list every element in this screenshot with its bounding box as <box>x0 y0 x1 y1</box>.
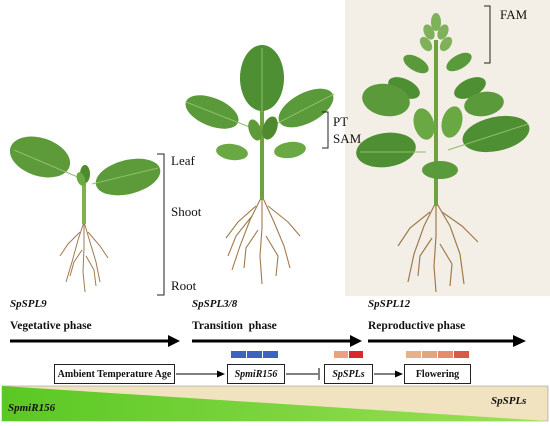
spl-mark-1 <box>334 351 348 358</box>
phase-label-reproductive: Reproductive phase <box>368 320 466 332</box>
flowering-mark-4 <box>454 351 469 358</box>
gene-label-stage-1: SpSPL9 <box>10 298 47 310</box>
phase-label-vegetative: Vegetative phase <box>10 320 92 332</box>
phase-label-transition: Transition phase <box>192 320 277 332</box>
flowering-mark-1 <box>406 351 421 358</box>
gene-label-stage-2: SpSPL3/8 <box>192 298 238 310</box>
flowering-mark-2 <box>422 351 437 358</box>
mir-mark-2 <box>247 351 262 358</box>
gradient-right-label: SpSPLs <box>491 395 527 407</box>
flowering-mark-3 <box>438 351 453 358</box>
ambient-temperature-age-box: Ambient Temperature Age <box>54 364 175 384</box>
flowering-box: Flowering <box>404 364 471 384</box>
mir-mark-3 <box>263 351 278 358</box>
leaf-label: Leaf <box>171 153 195 168</box>
pt-sam-bracket <box>322 111 329 149</box>
reproductive-plant <box>356 13 530 293</box>
seedling-plant <box>9 136 161 293</box>
pathway-connectors <box>176 368 403 380</box>
fam-bracket <box>484 5 491 64</box>
sam-label: SAM <box>333 131 362 146</box>
spl-mark-2 <box>349 351 363 358</box>
transition-plant <box>185 45 335 285</box>
gradient-left-label: SpmiR156 <box>8 402 56 414</box>
mir-mark-1 <box>231 351 246 358</box>
fam-label: FAM <box>500 7 528 22</box>
organ-bracket <box>157 153 165 296</box>
expression-gradient <box>1 385 549 422</box>
spmir156-box: SpmiR156 <box>227 364 285 384</box>
pt-label: PT <box>333 114 349 129</box>
root-label: Root <box>171 278 197 293</box>
spspls-box: SpSPLs <box>324 364 373 384</box>
phase-arrows <box>10 335 526 347</box>
shoot-label: Shoot <box>171 204 202 219</box>
gene-label-stage-3: SpSPL12 <box>368 298 411 310</box>
